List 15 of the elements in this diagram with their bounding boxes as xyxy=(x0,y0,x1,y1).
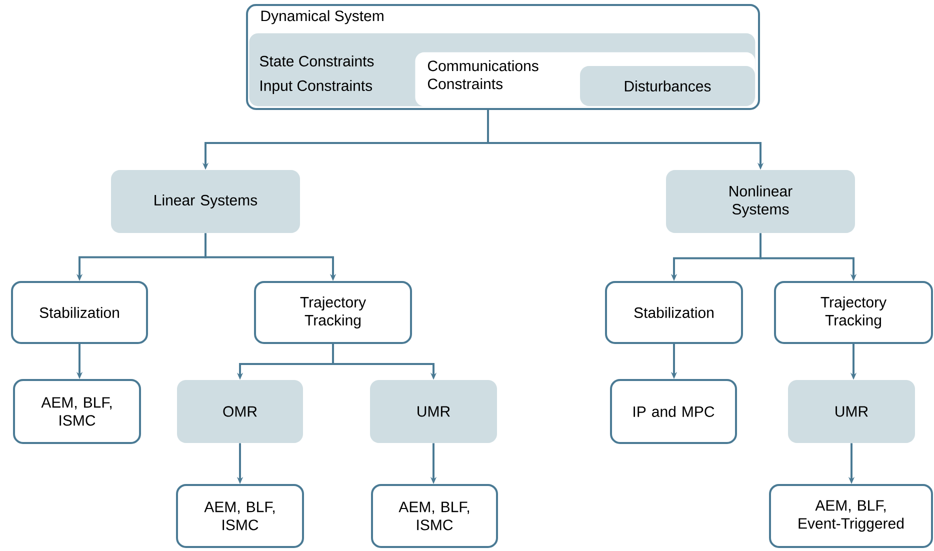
category-box: Linear Systems xyxy=(111,170,300,233)
task-box: Trajectory Tracking xyxy=(774,281,933,344)
category-box: Nonlinear Systems xyxy=(666,170,855,233)
method-box: AEM, BLF, ISMC xyxy=(13,379,141,444)
category-box: OMR xyxy=(177,380,303,443)
category-box: UMR xyxy=(788,380,915,443)
disturbance-box: Disturbances xyxy=(580,66,755,106)
method-box: AEM, BLF, ISMC xyxy=(371,484,498,548)
category-box: UMR xyxy=(370,380,497,443)
method-box: IP and MPC xyxy=(610,379,737,444)
task-box: Trajectory Tracking xyxy=(254,281,412,344)
method-box: AEM, BLF, ISMC xyxy=(176,484,304,548)
task-box: Stabilization xyxy=(605,281,743,344)
method-box: AEM, BLF, Event-Triggered xyxy=(769,484,933,548)
task-box: Stabilization xyxy=(11,281,148,344)
